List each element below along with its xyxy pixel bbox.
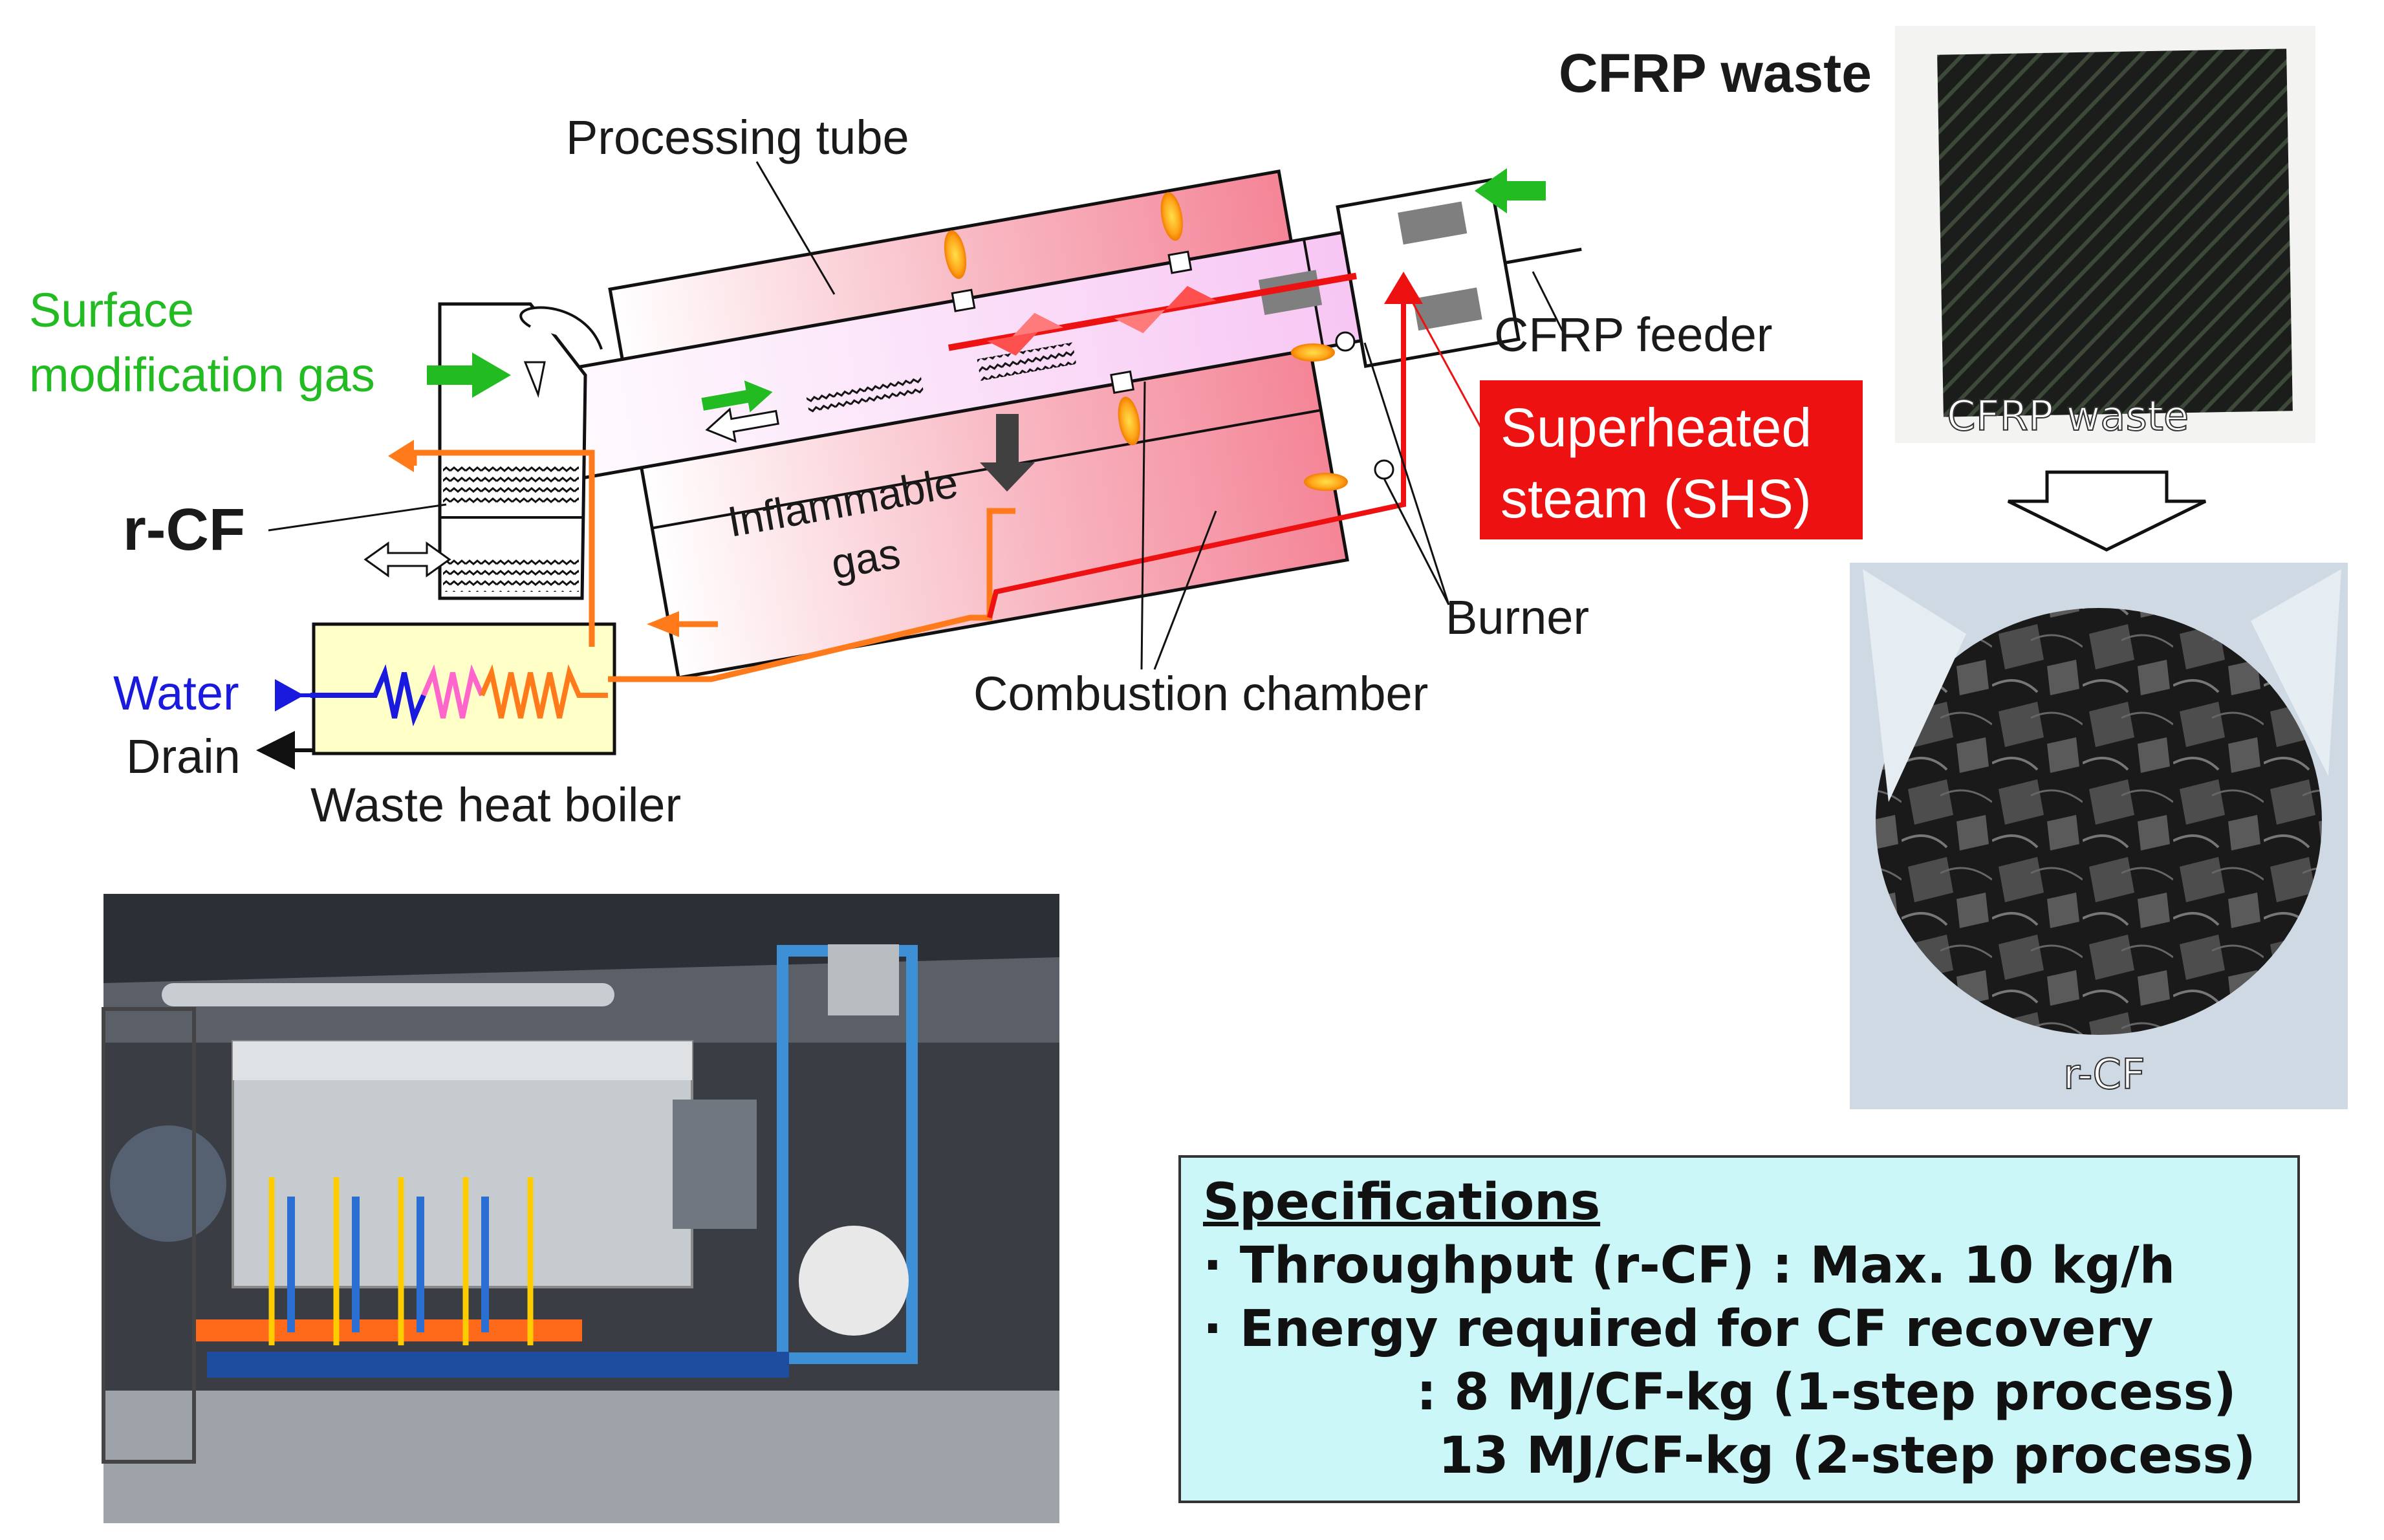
label-shs-line1: Superheated: [1501, 397, 1812, 458]
rcf-photo: r-CF: [1850, 563, 2348, 1109]
down-arrow: [2007, 470, 2207, 552]
label-surface-gas-line2: modification gas: [29, 348, 375, 402]
cfrp-waste-photo: CFRP waste: [1895, 26, 2315, 443]
water-coil: [310, 664, 426, 727]
label-cfrp-waste-title: CFRP waste: [1559, 43, 1872, 103]
specs-throughput: · Throughput (r-CF) : Max. 10 kg/h: [1203, 1237, 2176, 1295]
label-combustion-chamber: Combustion chamber: [973, 667, 1428, 721]
label-inflammable-line2: gas: [828, 528, 904, 587]
specifications-box: Specifications · Throughput (r-CF) : Max…: [1178, 1155, 2300, 1503]
leader-lines: [268, 161, 1566, 670]
inflammable-gas-arrow: [980, 414, 1035, 492]
specs-step2: 13 MJ/CF-kg (2-step process): [1438, 1427, 2256, 1485]
surface-gas-arrow: [427, 352, 511, 398]
label-burner: Burner: [1446, 591, 1589, 644]
rcf-photo-caption: r-CF: [2063, 1051, 2145, 1099]
specs-title: Specifications: [1203, 1173, 1601, 1231]
label-water: Water: [113, 666, 239, 720]
label-processing-tube: Processing tube: [566, 111, 909, 164]
specs-step1: : 8 MJ/CF-kg (1-step process): [1416, 1363, 2237, 1422]
orange-exhaust-pipe: [608, 508, 1015, 682]
shs-label-box: [1480, 380, 1863, 539]
waste-heat-boiler: [312, 622, 616, 755]
cfrp-photo-caption: CFRP waste: [1947, 393, 2189, 440]
label-waste-heat-boiler: Waste heat boiler: [310, 778, 681, 832]
label-r-cf: r-CF: [123, 497, 245, 563]
label-drain: Drain: [126, 730, 241, 783]
shs-pipe: [987, 298, 1406, 618]
label-surface-gas-line1: Surface: [29, 283, 194, 337]
label-shs-line2: steam (SHS): [1501, 468, 1812, 529]
specs-energy: · Energy required for CF recovery: [1203, 1300, 2154, 1358]
collector-slide-arrow: [363, 541, 451, 578]
label-cfrp-feeder: CFRP feeder: [1494, 308, 1773, 362]
burners: [1291, 331, 1394, 491]
cfrp-feed-arrow: [1475, 168, 1546, 213]
plant-photo: [102, 894, 1059, 1523]
